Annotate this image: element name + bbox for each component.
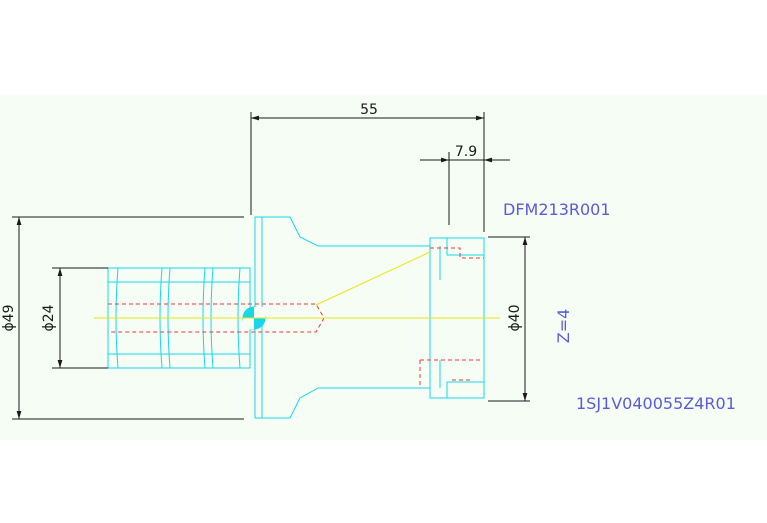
order-number-label: 1SJ1V040055Z4R01: [576, 394, 736, 413]
flange-body: [254, 216, 485, 419]
center-lines: [94, 251, 500, 319]
dim-49-text: ϕ49: [1, 304, 17, 331]
cone-line: [315, 251, 431, 306]
center-marker-cutout-2: [243, 318, 254, 329]
dim-55-text: 55: [360, 102, 378, 118]
dimension-lines: [12, 112, 530, 420]
shank-body: [107, 267, 251, 369]
head-slot-top-inner: [446, 238, 484, 256]
dim-40-text: ϕ40: [507, 304, 523, 331]
dim-24-text: ϕ24: [41, 304, 57, 331]
slot-hidden-bottom: [419, 359, 480, 388]
slot-count-label: Z=4: [554, 309, 573, 344]
slot-hidden-top: [430, 247, 484, 259]
head-slot-bottom-inner: [446, 381, 484, 398]
center-marker-cutout: [254, 307, 265, 318]
dim-7-9-text: 7.9: [455, 144, 477, 160]
part-code-label: DFM213R001: [503, 200, 611, 219]
